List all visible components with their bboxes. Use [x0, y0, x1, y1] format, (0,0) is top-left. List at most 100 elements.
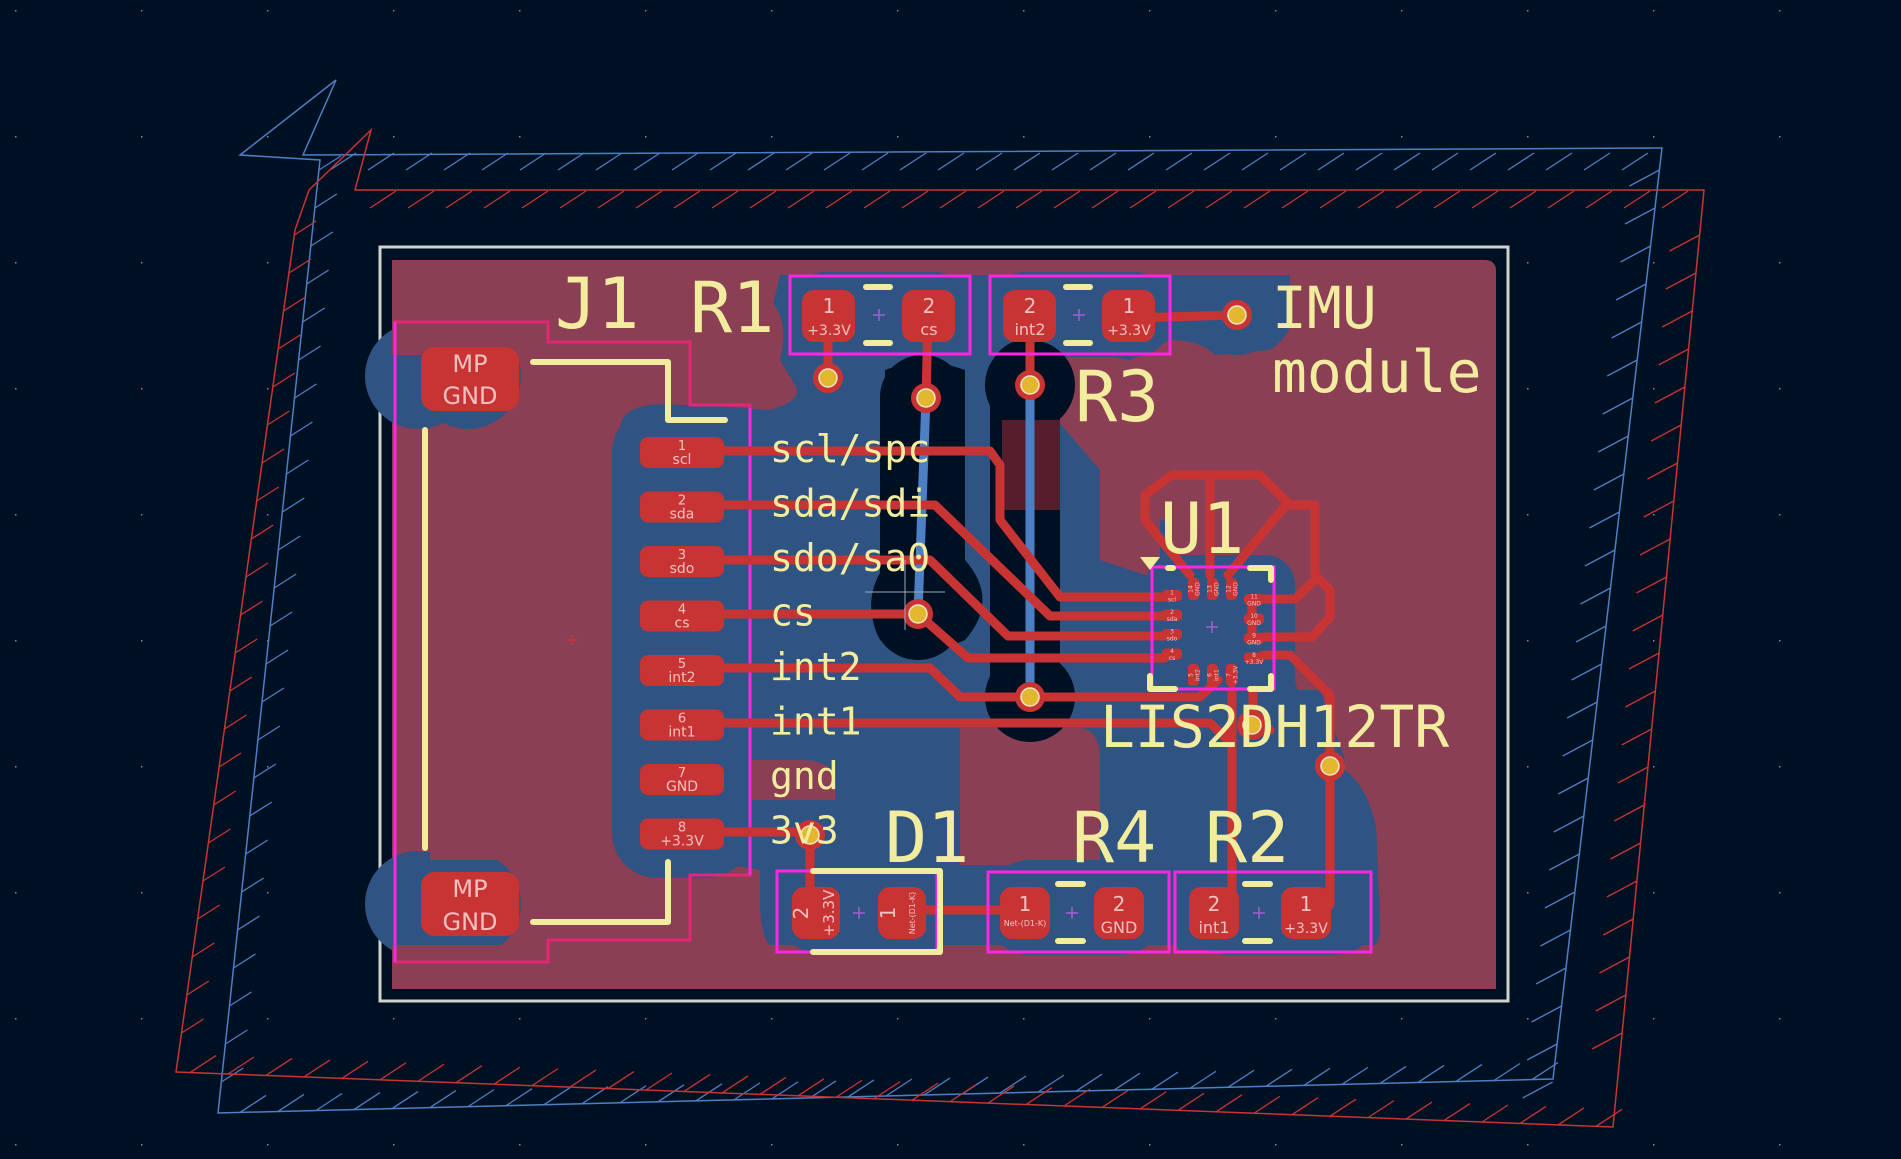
d1-pad-1[interactable]: 1 Net-(D1-K)	[876, 887, 926, 939]
pad-number: 11	[1250, 594, 1258, 601]
trace-scl	[715, 446, 1170, 602]
j1-pin-label: int2	[770, 645, 862, 689]
pad-number: 1	[1300, 892, 1313, 916]
vias[interactable]	[795, 300, 1345, 850]
j1-pin-label: int1	[770, 700, 862, 744]
pad-number: 1	[823, 294, 836, 318]
pad-net: int2	[668, 670, 695, 686]
pad-net: cs	[920, 320, 937, 339]
r4-ref-label: R4	[1072, 797, 1156, 879]
r3-pad-1[interactable]: 1 +3.3V	[1102, 290, 1155, 342]
via	[1222, 300, 1252, 330]
u1-center-marker	[1206, 621, 1218, 633]
pad-number: 4	[678, 603, 686, 618]
pad-number: 7	[1226, 673, 1233, 677]
pad-number: 1	[876, 907, 900, 920]
pad-net: +3.3V	[820, 889, 838, 936]
u1-pin-4[interactable]: 4cs	[1162, 648, 1182, 662]
via	[903, 599, 933, 629]
j1-ref-label: J1	[555, 263, 639, 345]
front-zone-outline[interactable]	[175, 127, 1705, 1128]
pin1-marker-icon	[1140, 557, 1160, 570]
j1-pin-8[interactable]: 8+3.3V	[640, 818, 724, 850]
pad-net: sdo	[670, 561, 695, 577]
trace-cs	[715, 609, 1170, 663]
r4-pad-1[interactable]: 1 Net-(D1-K)	[1000, 887, 1050, 939]
r3-courtyard	[988, 274, 1172, 356]
trace-sdo	[715, 555, 1170, 641]
pad-number: 14	[1188, 585, 1195, 593]
r4-pad-2[interactable]: 2 GND	[1094, 887, 1144, 939]
pad-net: GND	[1247, 620, 1261, 627]
via	[1237, 710, 1267, 740]
pad-number: 9	[1252, 633, 1256, 640]
cursor-crosshair	[865, 560, 945, 630]
u1-pin-7[interactable]: 7+3.3V	[1226, 664, 1240, 686]
j1-mount-pad-top[interactable]: MP GND	[421, 347, 519, 411]
pad-net: +3.3V	[1245, 659, 1265, 666]
pad-net: cs	[675, 616, 690, 632]
d1-pad-2[interactable]: 2 +3.3V	[789, 887, 840, 939]
pad-net: Net-(D1-K)	[908, 892, 917, 935]
r4-courtyard	[986, 870, 1171, 954]
pad-net: sda	[670, 507, 695, 523]
d1-ref-label: D1	[885, 797, 969, 879]
front-copper-zone-patches	[392, 260, 1496, 989]
board-edge	[378, 245, 1510, 1003]
back-zone-outline[interactable]	[217, 79, 1663, 1114]
pad-number: 8	[678, 821, 686, 836]
pad-net: GND	[1247, 601, 1261, 608]
pad-number: 2	[923, 294, 936, 318]
u1-value-label: LIS2DH12TR	[1100, 693, 1449, 761]
d1-silk	[810, 868, 943, 955]
pad-net: int2	[1014, 320, 1045, 339]
r1-pad-1[interactable]: 1 +3.3V	[802, 290, 855, 342]
u1-pin-8[interactable]: 8+3.3V	[1244, 652, 1264, 666]
trace-sda	[715, 500, 1170, 621]
pad-number: 2	[1113, 892, 1126, 916]
r1-pad-2[interactable]: 2 cs	[902, 290, 955, 342]
j1-mount-pad-bottom[interactable]: MP GND	[421, 872, 519, 936]
r1-courtyard	[788, 274, 972, 356]
pad-net: scl	[1168, 597, 1176, 604]
pad-number: 2	[1024, 294, 1037, 318]
pad-number: 1	[1170, 590, 1174, 597]
r3-ref-label: R3	[1075, 356, 1159, 438]
j1-pin-label: scl/spc	[770, 427, 930, 471]
pad-net: int1	[668, 725, 695, 741]
pad-number: 3	[678, 548, 686, 563]
pad-net: GND	[1101, 918, 1138, 937]
pad-net: +3.3V	[807, 323, 851, 339]
trace-int2	[715, 663, 1223, 702]
via	[911, 383, 941, 413]
r2-pad-1[interactable]: 1 +3.3V	[1281, 887, 1331, 939]
j1-pin-label: gnd	[770, 754, 839, 798]
pad-net: sdo	[1167, 636, 1178, 643]
pad-number: 10	[1250, 613, 1258, 620]
r2-pad-2[interactable]: 2 int1	[1189, 887, 1239, 939]
j1-courtyard	[393, 322, 752, 962]
j1-pin-4[interactable]: 4cs	[640, 600, 724, 632]
r3-pad-2[interactable]: 2 int2	[1003, 290, 1056, 342]
pad-number: 1	[1123, 294, 1136, 318]
